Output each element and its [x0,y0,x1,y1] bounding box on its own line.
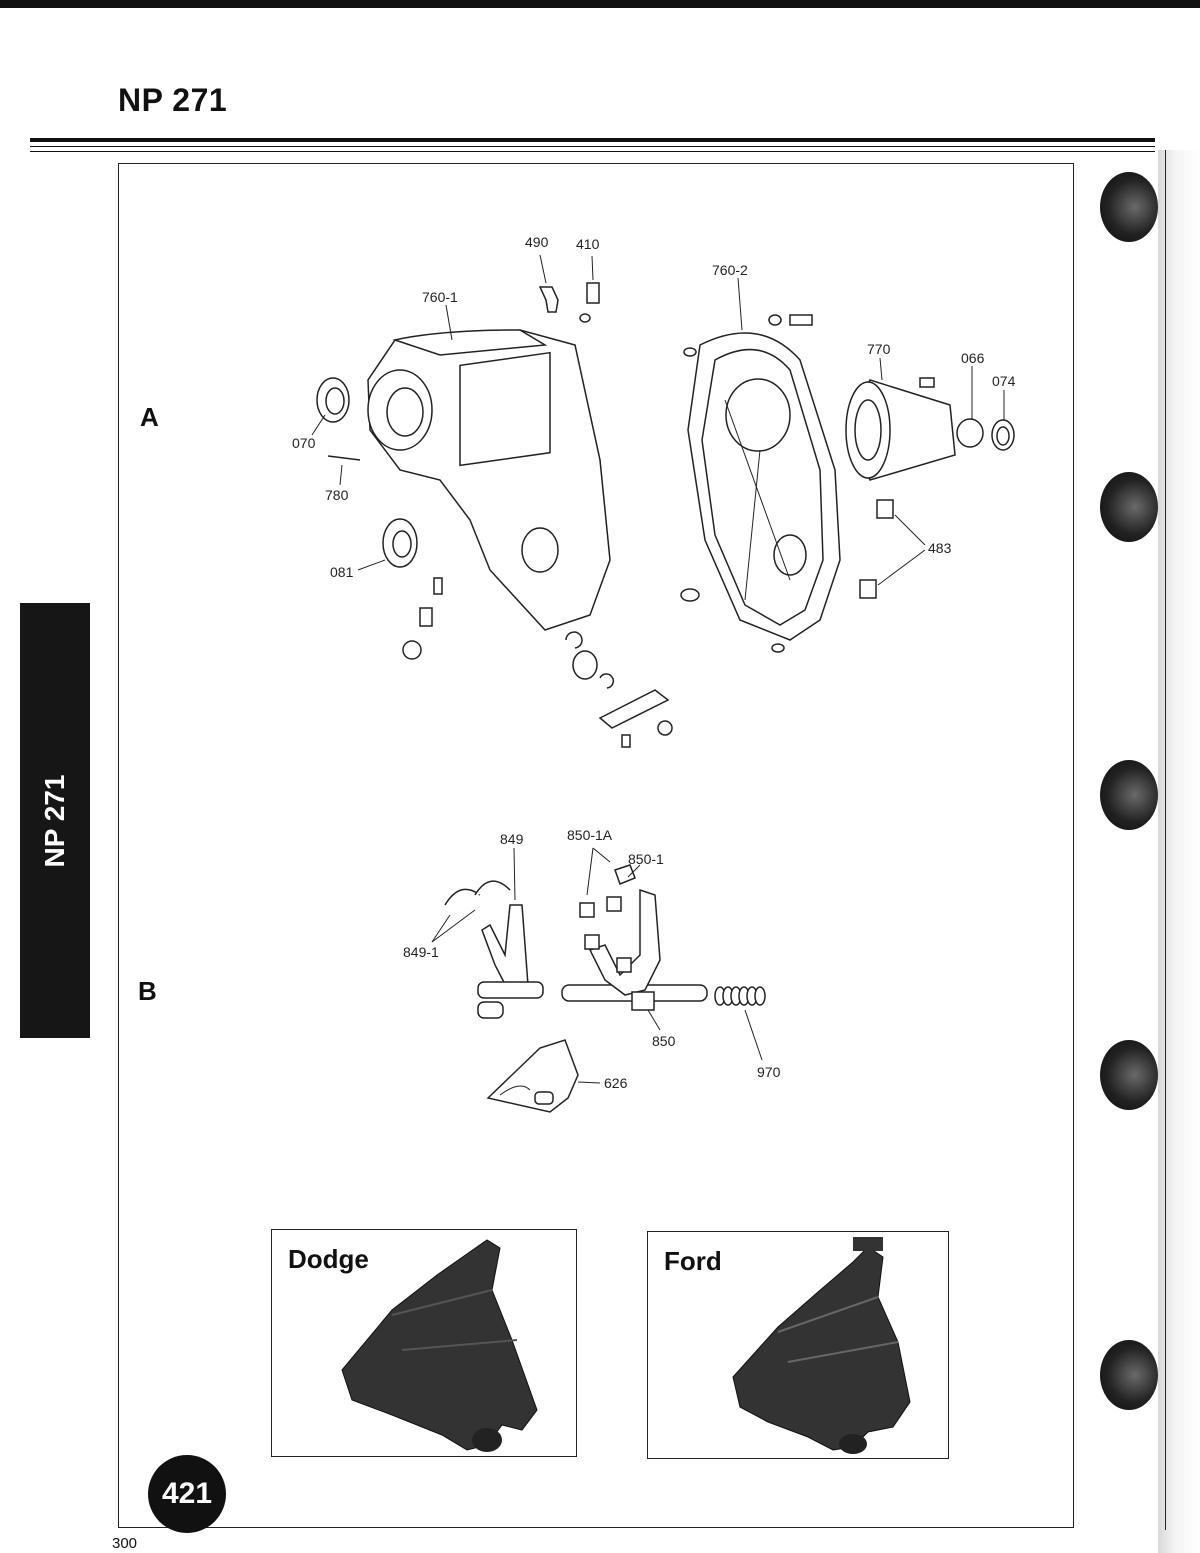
callout-483: 483 [928,540,952,556]
header-rule [30,138,1155,142]
bolt-760-2 [768,314,813,326]
dodge-label: Dodge [288,1244,369,1274]
breather-483 [859,499,894,599]
callout-070: 070 [292,435,316,451]
shift-fork-849 [477,904,544,1019]
callout-081: 081 [330,564,354,580]
shift-sector-626 [486,1039,579,1113]
header-rule-thin [30,146,1155,147]
seal-070 [316,377,350,423]
diagram-frame [118,163,1074,1528]
page-badge: 421 [148,1455,226,1533]
detent-parts [402,577,443,660]
seal-081 [382,518,418,568]
callout-410: 410 [576,236,600,252]
bushing-066 [956,418,984,448]
dodge-transfer-case-photo [341,1239,538,1452]
binder-hole-5 [1100,1340,1158,1410]
callout-490: 490 [525,234,549,250]
callout-760-2: 760-2 [712,262,748,278]
front-case-half [367,329,611,631]
callout-849-1: 849-1 [403,944,439,960]
callout-066: 066 [961,350,985,366]
fork-pads-850-1 [579,864,636,973]
ford-transfer-case-photo [732,1237,911,1454]
leader-lines-a [311,254,1005,586]
callout-850-1a: 850-1A [567,827,613,843]
fitting-410 [579,282,600,323]
page-title: NP 271 [118,82,228,118]
page-number: 300 [112,1535,138,1552]
callout-626: 626 [604,1075,628,1091]
shift-clip-parts [565,631,673,748]
extension-housing-770 [845,377,956,481]
callout-labels: 490 410 760-1 760-2 770 066 074 070 780 … [292,234,1016,1091]
binder-hole-1 [1100,172,1158,242]
binder-hole-4 [1100,1040,1158,1110]
callout-770: 770 [867,341,891,357]
section-label-b: B [138,976,157,1006]
dowel-pin-top [683,347,697,357]
washer-bottom [680,588,700,602]
pin-780 [327,455,361,461]
callout-850-1: 850-1 [628,851,664,867]
header-rule-thin-2 [30,151,1155,152]
callout-849: 849 [500,831,524,847]
callout-850: 850 [652,1033,676,1049]
callout-760-1: 760-1 [422,289,458,305]
dowel-pin-bottom [771,643,785,653]
binder-hole-2 [1100,472,1158,542]
callout-780: 780 [325,487,349,503]
rear-case-half [687,332,841,641]
callout-970: 970 [757,1064,781,1080]
binder-hole-3 [1100,760,1158,830]
top-edge-bar [0,0,1200,8]
ford-label: Ford [664,1246,722,1276]
spring-970 [714,986,766,1006]
section-label-a: A [140,402,159,432]
dodge-photo-box: Dodge [271,1229,577,1457]
gutter-line [1165,150,1166,1530]
callout-074: 074 [992,373,1016,389]
ford-photo-box: Ford [647,1231,949,1459]
leader-lines-b [431,847,763,1084]
seal-074 [991,419,1015,451]
fitting-490 [538,286,559,313]
snap-rings-849-1 [444,880,511,906]
side-tab: NP 271 [20,603,90,1038]
